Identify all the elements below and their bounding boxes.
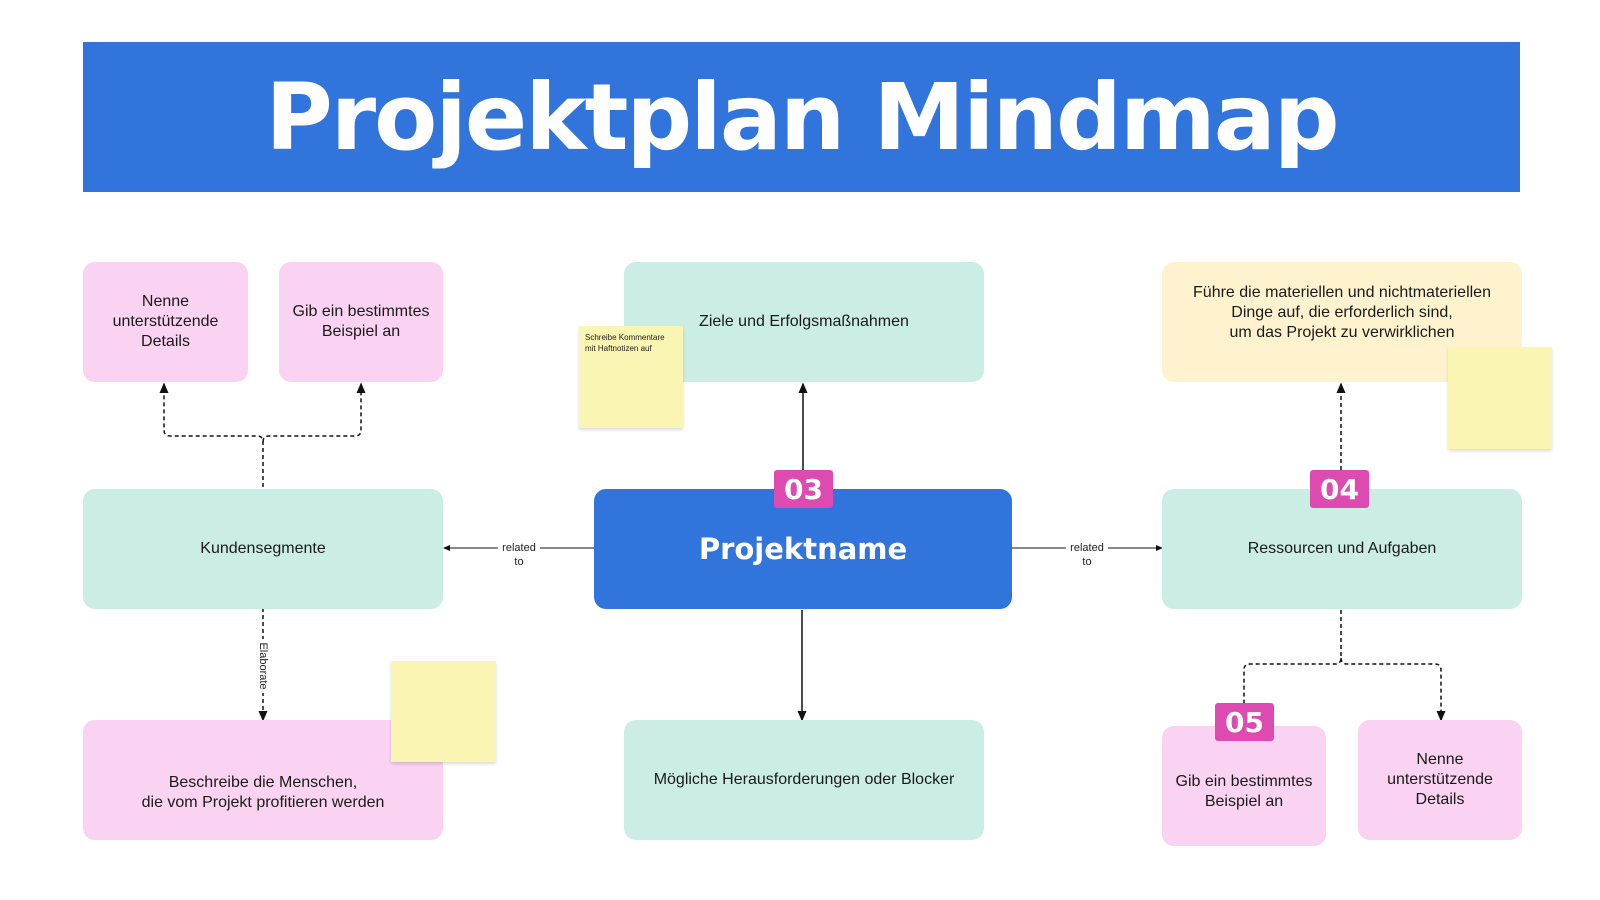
node-central[interactable]: Projektname xyxy=(594,489,1012,609)
page-title: Projektplan Mindmap xyxy=(265,63,1339,171)
node-segments[interactable]: Kundensegmente xyxy=(83,489,443,609)
sticky-note-comment[interactable]: Schreibe Kommentare mit Haftnotizen auf xyxy=(579,326,683,428)
sticky-note-resources[interactable] xyxy=(1448,347,1552,449)
node-challenges[interactable]: Mögliche Herausforderungen oder Blocker xyxy=(624,720,984,840)
edge-resources-detail xyxy=(1340,657,1446,722)
edge-segments-example xyxy=(262,382,366,443)
badge-center: 03 xyxy=(774,470,833,508)
badge-example: 05 xyxy=(1215,703,1274,741)
title-banner: Projektplan Mindmap xyxy=(83,42,1520,192)
node-segment-detail[interactable]: Nenne unterstützende Details xyxy=(83,262,248,382)
badge-resources: 04 xyxy=(1310,470,1369,508)
node-resources-detail[interactable]: Nenne unterstützende Details xyxy=(1358,720,1522,840)
node-goals[interactable]: Ziele und Erfolgsmaßnahmen xyxy=(624,262,984,382)
edge-label-left: related to xyxy=(498,541,540,569)
edge-segments-branches xyxy=(159,382,264,487)
node-resources-example[interactable]: Gib ein bestimmtes Beispiel an xyxy=(1162,726,1326,846)
edge-label-right: related to xyxy=(1066,541,1108,569)
edge-resources-example xyxy=(1243,610,1342,705)
node-people[interactable]: Beschreibe die Menschen, die vom Projekt… xyxy=(83,720,443,840)
sticky-note-people[interactable] xyxy=(391,661,496,762)
node-resources[interactable]: Ressourcen und Aufgaben xyxy=(1162,489,1522,609)
node-segment-example[interactable]: Gib ein bestimmtes Beispiel an xyxy=(279,262,443,382)
edge-label-elaborate: Elaborate xyxy=(257,639,269,693)
